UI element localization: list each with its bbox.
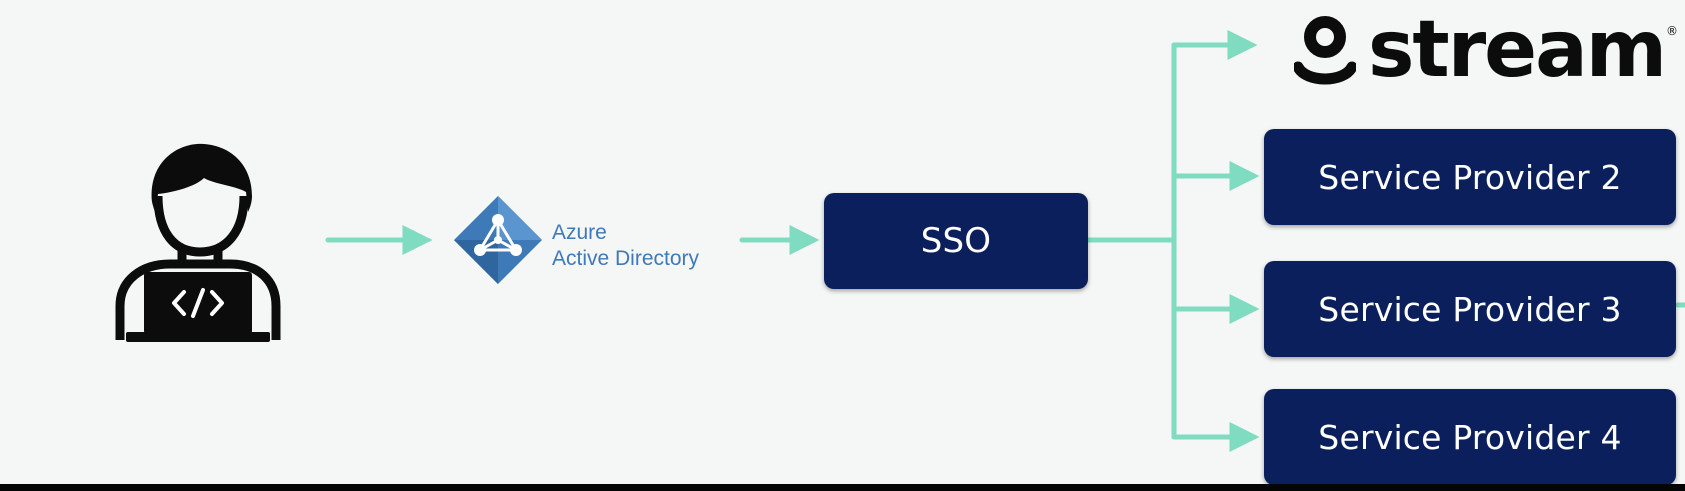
- service-provider-3-label: Service Provider 3: [1318, 289, 1622, 329]
- service-provider-3-box: Service Provider 3: [1264, 261, 1676, 357]
- sso-box: SSO: [824, 193, 1088, 289]
- bottom-edge-bar: [0, 484, 1685, 491]
- stream-person-icon: [1294, 16, 1356, 85]
- azure-label-line1: Azure: [552, 221, 607, 244]
- service-provider-4-box: Service Provider 4: [1264, 389, 1676, 485]
- developer-laptop-icon: [115, 143, 281, 342]
- service-provider-2-label: Service Provider 2: [1318, 157, 1622, 197]
- stream-wordmark: stream: [1368, 5, 1667, 95]
- azure-active-directory-icon: [454, 196, 542, 284]
- azure-label-line2: Active Directory: [552, 247, 700, 270]
- service-provider-2-box: Service Provider 2: [1264, 129, 1676, 225]
- service-provider-4-label: Service Provider 4: [1318, 417, 1622, 457]
- sso-label: SSO: [920, 221, 992, 261]
- stream-logo: stream ®: [1294, 10, 1678, 90]
- stream-registered-mark: ®: [1666, 24, 1678, 38]
- azure-label: Azure Active Directory: [552, 220, 699, 272]
